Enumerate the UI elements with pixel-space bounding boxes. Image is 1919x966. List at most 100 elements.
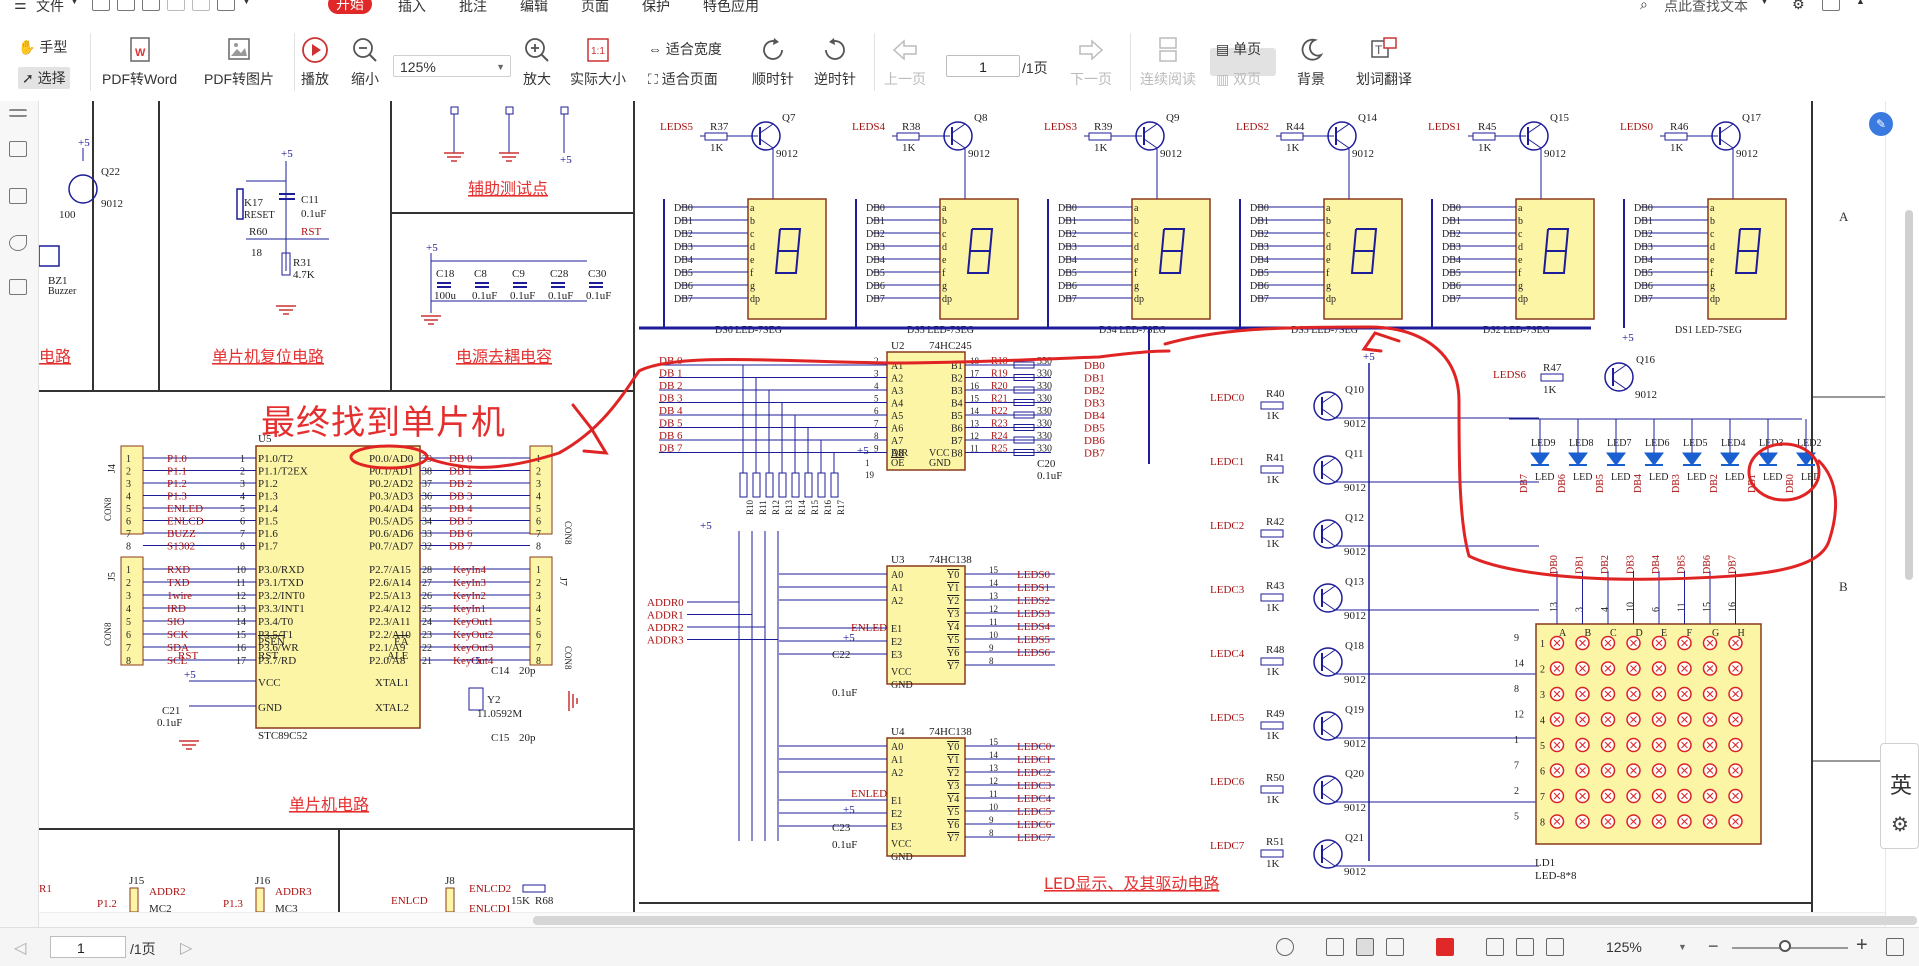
hand-tool-button[interactable]: ✋ 手型 xyxy=(18,37,67,57)
ime-english-indicator[interactable]: 英 xyxy=(1890,773,1913,798)
u4-cap-ref: C23 xyxy=(832,822,851,834)
background-button[interactable]: 背景 xyxy=(1296,35,1326,89)
matrix-led-mark xyxy=(1681,716,1688,723)
search-dropdown-icon[interactable]: ▼ xyxy=(1760,0,1769,6)
horizontal-scrollbar[interactable] xyxy=(39,912,1917,928)
u4-out-pin: Y6 xyxy=(947,820,959,831)
digit-seg-letter: b xyxy=(750,216,755,227)
wire xyxy=(1719,123,1734,134)
prev-page-button[interactable]: 上一页 xyxy=(884,35,926,89)
zoom-out-button[interactable]: 缩小 xyxy=(350,35,380,89)
p3-pin: P3.4/T0 xyxy=(258,616,294,628)
zoom-level-select[interactable]: 125% ▼ xyxy=(393,55,511,77)
continuous-read-button[interactable]: 连续阅读 xyxy=(1140,35,1196,89)
p2-pin: P2.5/A13 xyxy=(369,590,411,602)
undo-icon[interactable] xyxy=(167,0,185,11)
ime-language-widget[interactable]: 英 ⚙ xyxy=(1880,743,1919,849)
menu-special[interactable]: 特色应用 xyxy=(703,0,759,14)
led-diode-symbol xyxy=(1606,452,1626,466)
digit-segments xyxy=(1542,228,1570,274)
double-view-icon[interactable] xyxy=(1386,938,1404,956)
double-page-button[interactable]: ▥ 双页 xyxy=(1216,69,1261,89)
matrix-col-letter: E xyxy=(1661,628,1667,639)
next-page-button[interactable]: 下一页 xyxy=(1070,35,1112,89)
status-page-input[interactable]: 1 xyxy=(50,936,126,958)
select-tool-button[interactable]: ➚ 选择 xyxy=(18,67,70,89)
collapse-ribbon-icon[interactable]: ▲ xyxy=(1856,0,1865,6)
horizontal-scrollbar-thumb[interactable] xyxy=(533,916,1917,925)
quick-access-dropdown-icon[interactable]: ▼ xyxy=(242,0,251,6)
digit-resistor-value: 1K xyxy=(710,142,724,154)
menu-hamburger-icon[interactable]: ☰ xyxy=(14,0,27,12)
actual-size-button[interactable]: 1:1 实际大小 xyxy=(570,35,626,89)
zoom-in-button[interactable]: 放大 xyxy=(522,35,552,89)
share-icon[interactable] xyxy=(217,0,235,11)
fit-width-button[interactable]: ⇔ 适合宽度 xyxy=(648,39,722,59)
actual-size-status-icon[interactable] xyxy=(1486,938,1504,956)
outline-icon[interactable] xyxy=(9,141,27,157)
translate-button[interactable]: T 划词翻译 xyxy=(1356,35,1412,89)
menu-page[interactable]: 页面 xyxy=(581,0,609,14)
settings-gear-icon[interactable]: ⚙ xyxy=(1792,0,1805,12)
play-slideshow-icon[interactable] xyxy=(1436,938,1454,956)
u2-resistor xyxy=(1013,361,1035,369)
u2-a-pin: A4 xyxy=(891,399,903,410)
menu-edit[interactable]: 编辑 xyxy=(520,0,548,14)
play-button[interactable]: 播放 xyxy=(300,35,330,89)
matrix-led-mark xyxy=(1579,716,1586,723)
page-number-input[interactable]: 1 xyxy=(946,55,1020,77)
status-zoom-in-icon[interactable]: + xyxy=(1856,934,1868,956)
save-icon[interactable] xyxy=(117,0,135,11)
continuous-view-icon[interactable] xyxy=(1326,938,1344,956)
chevron-down-icon[interactable]: ▼ xyxy=(70,0,79,6)
status-next-arrow-icon[interactable]: ▷ xyxy=(180,940,193,957)
fit-page-status-icon[interactable] xyxy=(1516,938,1534,956)
fullscreen-icon[interactable] xyxy=(1886,938,1904,956)
fit-page-button[interactable]: ⛶ 适合页面 xyxy=(648,69,718,89)
single-page-button[interactable] xyxy=(1210,48,1276,76)
assistant-app-icon[interactable]: ✎ xyxy=(1869,112,1893,136)
bottom-j16: J16 xyxy=(255,875,271,887)
rotate-counterclockwise-button[interactable]: 逆时针 xyxy=(814,35,856,89)
header-pin-num: 1 xyxy=(536,565,541,576)
prev-page-label: 上一页 xyxy=(884,71,926,87)
search-text-box[interactable]: 点此查找文本 xyxy=(1664,0,1748,14)
print-icon[interactable] xyxy=(142,0,160,11)
pullup-ref: R16 xyxy=(823,499,833,515)
skin-icon[interactable] xyxy=(1822,0,1840,11)
attachment-icon[interactable] xyxy=(9,279,27,295)
thumbnail-icon[interactable] xyxy=(9,188,27,204)
pdf-to-image-button[interactable]: PDF转图片 xyxy=(204,35,274,89)
matrix-col-letter: H xyxy=(1738,628,1745,639)
matrix-led-mark xyxy=(1655,767,1663,774)
redo-icon[interactable] xyxy=(192,0,210,11)
ime-settings-gear-icon[interactable]: ⚙ xyxy=(1891,814,1909,836)
status-zoom-out-icon[interactable]: − xyxy=(1708,936,1719,956)
vertical-scrollbar-thumb[interactable] xyxy=(1905,210,1913,580)
u2-resistor-value: 330 xyxy=(1037,369,1052,380)
fit-width-status-icon[interactable] xyxy=(1546,938,1564,956)
menu-annotate[interactable]: 批注 xyxy=(459,0,487,14)
zoom-slider-knob[interactable] xyxy=(1779,940,1791,952)
pdf-to-word-button[interactable]: W PDF转Word xyxy=(102,35,177,89)
zoom-slider[interactable] xyxy=(1732,940,1848,952)
status-zoom-value[interactable]: 125% xyxy=(1606,939,1642,955)
status-prev-arrow-icon[interactable]: ◁ xyxy=(14,940,27,957)
menu-insert[interactable]: 插入 xyxy=(398,0,426,14)
document-viewport[interactable]: A B 电路 单片机复位电路 辅助测试点 电源去耦电容 单片机电路 LED显示、… xyxy=(39,101,1885,912)
single-view-icon[interactable] xyxy=(1356,938,1374,956)
eye-icon[interactable] xyxy=(1276,938,1294,956)
status-zoom-dropdown-icon[interactable]: ▼ xyxy=(1678,942,1687,952)
menu-start[interactable]: 开始 xyxy=(328,0,372,14)
led-row-select-net: LEDS6 xyxy=(1493,369,1527,381)
menu-file[interactable]: 文件 xyxy=(36,0,64,14)
rotate-clockwise-button[interactable]: 顺时针 xyxy=(752,35,794,89)
open-file-icon[interactable] xyxy=(92,0,110,11)
p3-net: 1wire xyxy=(167,590,192,602)
menu-protect[interactable]: 保护 xyxy=(642,0,670,14)
led-db-net: DB3 xyxy=(1671,474,1682,493)
pin-num: 13 xyxy=(236,604,246,615)
annotation-list-icon[interactable] xyxy=(9,235,27,251)
search-icon[interactable]: ⌕ xyxy=(1640,0,1648,12)
panel-toggle-icon[interactable] xyxy=(9,109,27,117)
